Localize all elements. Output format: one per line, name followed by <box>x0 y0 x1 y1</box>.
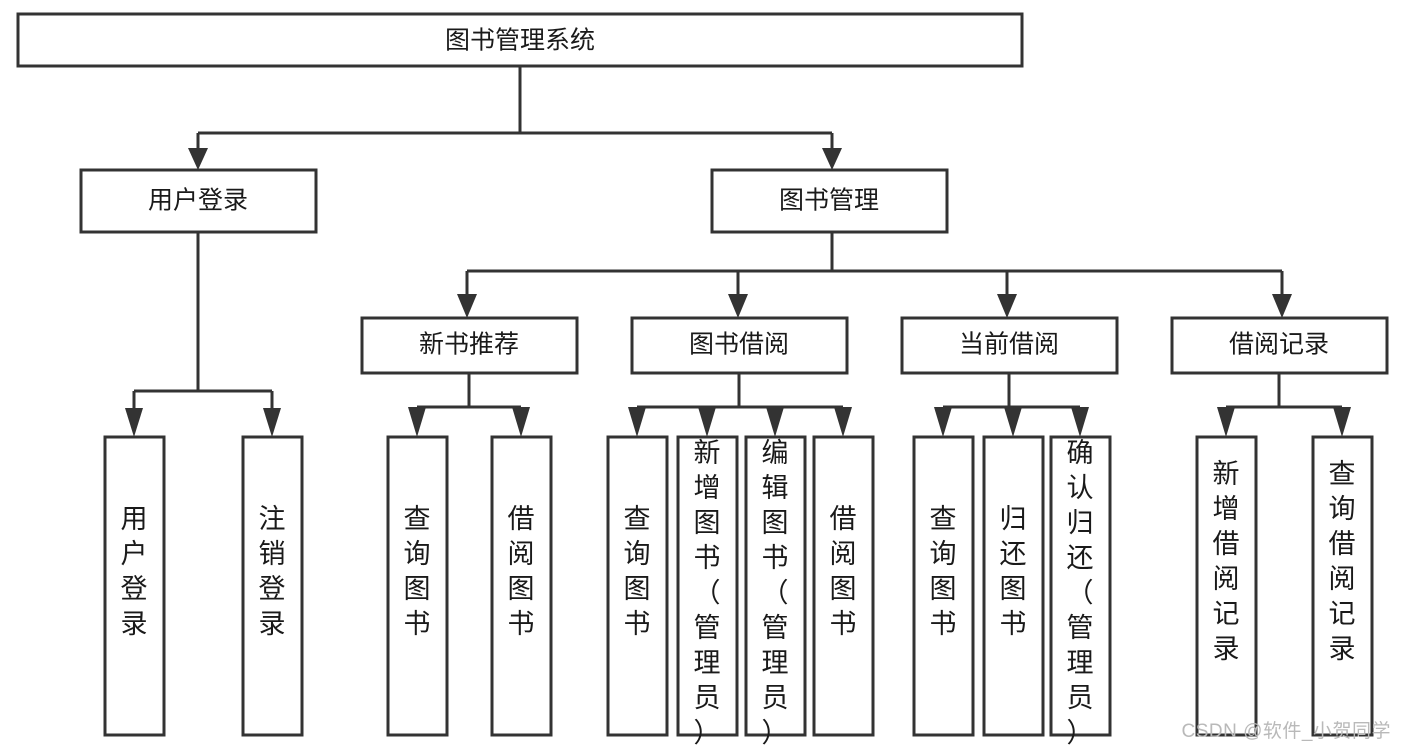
node-leaf-return-book-label: 归还图书 <box>1000 504 1027 639</box>
node-borrow-record[interactable]: 借阅记录 <box>1170 316 1389 375</box>
arrow-head-icon <box>263 408 281 437</box>
node-leaf-borrow-book-1[interactable]: 借阅图书 <box>490 435 553 737</box>
node-new-book-recommend[interactable]: 新书推荐 <box>360 316 579 375</box>
node-leaf-user-login-box[interactable] <box>103 435 166 737</box>
node-leaf-edit-book[interactable]: 编辑图书（管理员） <box>744 435 807 747</box>
arrow-head-icon <box>997 294 1017 318</box>
node-root-label: 图书管理系统 <box>445 27 595 55</box>
connector-group-root <box>188 66 842 170</box>
node-leaf-return-book[interactable]: 归还图书 <box>982 435 1045 737</box>
node-leaf-query-book-1-box[interactable] <box>386 435 449 737</box>
node-leaf-user-logout[interactable]: 注销登录 <box>241 435 304 737</box>
node-leaf-query-book-3-box[interactable] <box>912 435 975 737</box>
node-leaf-return-book-box[interactable] <box>982 435 1045 737</box>
node-leaf-add-record-box[interactable] <box>1195 435 1258 737</box>
node-leaf-add-record[interactable]: 新增借阅记录 <box>1195 435 1258 737</box>
arrow-head-icon <box>1071 407 1089 437</box>
connector-group-current-borrow <box>934 373 1089 437</box>
node-book-manage[interactable]: 图书管理 <box>710 168 949 234</box>
node-leaf-borrow-book-1-box[interactable] <box>490 435 553 737</box>
node-current-borrow-label: 当前借阅 <box>959 331 1059 359</box>
node-book-manage-label: 图书管理 <box>779 187 879 215</box>
node-borrow-record-label: 借阅记录 <box>1229 331 1329 359</box>
node-leaf-query-record-label: 查询借阅记录 <box>1329 459 1356 664</box>
arrow-head-icon <box>698 407 716 437</box>
node-current-borrow[interactable]: 当前借阅 <box>900 316 1119 375</box>
node-leaf-add-book-label: 新增图书（管理员） <box>694 438 721 747</box>
arrow-head-icon <box>1333 407 1351 437</box>
node-leaf-query-book-2-label: 查询图书 <box>624 504 651 639</box>
node-leaf-edit-book-label: 编辑图书（管理员） <box>762 438 789 747</box>
arrow-head-icon <box>628 407 646 437</box>
arrow-head-icon <box>457 294 477 318</box>
node-leaf-add-book-box[interactable] <box>676 435 739 737</box>
connector-group-book-borrow <box>628 373 852 437</box>
arrow-head-icon <box>1004 407 1022 437</box>
node-leaf-query-book-2-box[interactable] <box>606 435 669 737</box>
node-leaf-add-book[interactable]: 新增图书（管理员） <box>676 435 739 747</box>
node-user-login-label: 用户登录 <box>148 187 248 215</box>
arrow-head-icon <box>1272 294 1292 318</box>
connector-group-borrow-record <box>1217 373 1351 437</box>
arrow-head-icon <box>1217 407 1235 437</box>
arrow-head-icon <box>408 407 426 437</box>
node-leaf-query-record-box[interactable] <box>1311 435 1374 737</box>
node-leaf-borrow-book-2-label: 借阅图书 <box>830 504 857 639</box>
arrow-head-icon <box>766 407 784 437</box>
arrow-head-icon <box>188 148 208 170</box>
node-leaf-user-logout-box[interactable] <box>241 435 304 737</box>
node-book-borrow-label: 图书借阅 <box>689 331 789 359</box>
node-leaf-query-book-3[interactable]: 查询图书 <box>912 435 975 737</box>
node-book-manage-box[interactable] <box>710 168 949 234</box>
arrow-head-icon <box>512 407 530 437</box>
node-root[interactable]: 图书管理系统 <box>16 12 1024 68</box>
node-user-login[interactable]: 用户登录 <box>79 168 318 234</box>
node-leaf-borrow-book-2-box[interactable] <box>812 435 875 737</box>
node-leaf-user-logout-label: 注销登录 <box>259 504 286 639</box>
node-book-borrow-box[interactable] <box>630 316 849 375</box>
node-leaf-query-book-3-label: 查询图书 <box>930 504 957 639</box>
arrow-head-icon <box>125 408 143 437</box>
node-new-book-recommend-label: 新书推荐 <box>419 331 519 359</box>
node-leaf-borrow-book-1-label: 借阅图书 <box>508 504 535 639</box>
arrow-head-icon <box>834 407 852 437</box>
node-new-book-recommend-box[interactable] <box>360 316 579 375</box>
node-leaf-query-book-2[interactable]: 查询图书 <box>606 435 669 737</box>
connector-group-new-book-recommend <box>408 373 530 437</box>
node-leaf-confirm-return-label: 确认归还（管理员） <box>1067 438 1094 747</box>
watermark-text: CSDN @软件_小贺同学 <box>1181 721 1391 742</box>
arrow-head-icon <box>934 407 952 437</box>
node-leaf-user-login-label: 用户登录 <box>121 504 148 639</box>
node-current-borrow-box[interactable] <box>900 316 1119 375</box>
node-root-box[interactable] <box>16 12 1024 68</box>
node-leaf-user-login[interactable]: 用户登录 <box>103 435 166 737</box>
node-leaf-confirm-return[interactable]: 确认归还（管理员） <box>1049 435 1112 747</box>
node-leaf-query-book-1[interactable]: 查询图书 <box>386 435 449 737</box>
node-leaf-query-record[interactable]: 查询借阅记录 <box>1311 435 1374 737</box>
arrow-head-icon <box>728 294 748 318</box>
node-leaf-confirm-return-box[interactable] <box>1049 435 1112 737</box>
node-book-borrow[interactable]: 图书借阅 <box>630 316 849 375</box>
connector-group-book-manage <box>457 232 1292 318</box>
arrow-head-icon <box>822 148 842 170</box>
node-leaf-edit-book-box[interactable] <box>744 435 807 737</box>
connector-group-user-login <box>125 232 281 437</box>
node-user-login-box[interactable] <box>79 168 318 234</box>
node-leaf-add-record-label: 新增借阅记录 <box>1213 459 1240 664</box>
node-leaf-query-book-1-label: 查询图书 <box>404 504 431 639</box>
node-borrow-record-box[interactable] <box>1170 316 1389 375</box>
node-leaf-borrow-book-2[interactable]: 借阅图书 <box>812 435 875 737</box>
